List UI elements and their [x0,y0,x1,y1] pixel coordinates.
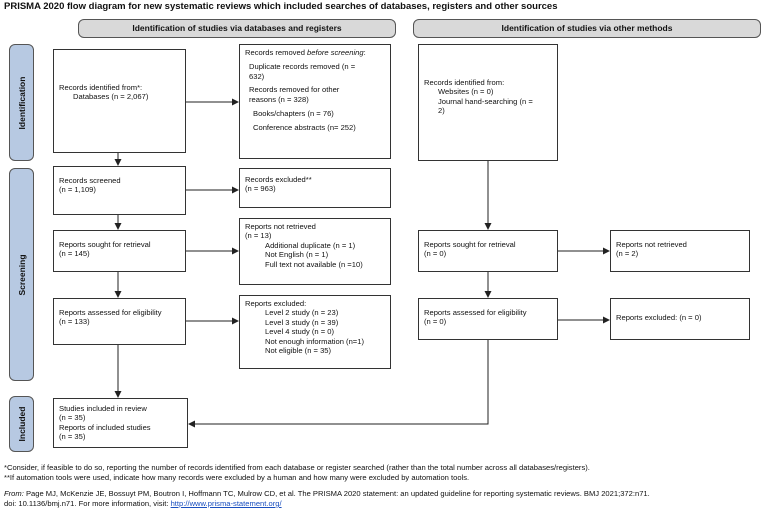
records-removed-heading: Records removed before screening: [245,48,366,57]
other-identified-websites: Websites (n = 0) [438,87,494,97]
records-identified-heading: Records identified from*: [59,83,143,92]
citation-text: Page MJ, McKenzie JE, Bossuyt PM, Boutro… [25,489,650,498]
not-retrieved-label: Reports not retrieved [245,222,316,231]
not-retrieved-full-text: Full text not available (n =10) [265,259,363,269]
reports-excluded-level4: Level 4 study (n = 0) [265,327,335,337]
reports-assessed-count: (n = 133) [59,317,90,327]
box-studies-included: Studies included in review (n = 35) Repo… [53,398,188,448]
phase-screening: Screening [9,168,34,381]
box-reports-not-retrieved: Reports not retrieved (n = 13) Additiona… [239,218,391,285]
box-records-removed: Records removed before screening: Duplic… [239,44,391,159]
box-other-reports-excluded: Reports excluded: (n = 0) [610,298,750,340]
phase-included: Included [9,396,34,452]
records-removed-conference: Conference abstracts (n= 252) [253,123,356,133]
reports-sought-count: (n = 145) [59,249,90,259]
box-other-not-retrieved: Reports not retrieved (n = 2) [610,230,750,272]
other-assessed-label: Reports assessed for eligibility [424,308,527,317]
reports-excluded-not-eligible: Not eligible (n = 35) [265,346,332,356]
records-removed-duplicate: Duplicate records removed (n = [249,62,356,72]
other-not-retrieved-count: (n = 2) [616,249,639,259]
records-excluded-label: Records excluded** [245,175,312,184]
box-reports-sought: Reports sought for retrieval (n = 145) [53,230,186,272]
citation: From: Page MJ, McKenzie JE, Bossuyt PM, … [4,489,650,499]
records-removed-duplicate-count: 632) [249,71,265,81]
not-retrieved-not-english: Not English (n = 1) [265,250,329,260]
other-identified-journal: Journal hand-searching (n = [438,96,533,106]
reports-included-label: Reports of included studies [59,422,151,432]
reports-excluded-not-enough-info: Not enough information (n=1) [265,336,364,346]
records-screened-count: (n = 1,109) [59,185,96,195]
reports-excluded-level2: Level 2 study (n = 23) [265,308,339,318]
box-reports-excluded: Reports excluded: Level 2 study (n = 23)… [239,295,391,369]
header-databases: Identification of studies via databases … [78,19,396,38]
studies-included-count: (n = 35) [59,413,86,423]
reports-assessed-label: Reports assessed for eligibility [59,308,162,317]
box-records-identified: Records identified from*: Databases (n =… [53,49,186,153]
box-reports-assessed: Reports assessed for eligibility (n = 13… [53,298,186,345]
other-sought-label: Reports sought for retrieval [424,240,516,249]
not-retrieved-duplicate: Additional duplicate (n = 1) [265,240,356,250]
records-excluded-count: (n = 963) [245,184,276,194]
header-other-methods: Identification of studies via other meth… [413,19,761,38]
other-identified-journal-count: 2) [438,106,445,116]
phase-identification: Identification [9,44,34,161]
reports-sought-label: Reports sought for retrieval [59,240,151,249]
diagram-title: PRISMA 2020 flow diagram for new systema… [4,1,558,12]
footnote-2: **If automation tools were used, indicat… [4,473,470,482]
not-retrieved-count: (n = 13) [245,231,272,241]
reports-excluded-label: Reports excluded: [245,299,307,308]
arrow-other-assessed-to-included [188,340,489,428]
records-identified-databases: Databases (n = 2,067) [73,92,149,102]
citation-from-label: From: [4,489,26,498]
other-reports-excluded-label: Reports excluded: (n = 0) [616,313,702,322]
reports-included-count: (n = 35) [59,432,86,442]
reports-excluded-level3: Level 3 study (n = 39) [265,317,339,327]
box-records-excluded: Records excluded** (n = 963) [239,168,391,208]
records-removed-books: Books/chapters (n = 76) [253,109,334,119]
records-screened-label: Records screened [59,176,121,185]
other-not-retrieved-label: Reports not retrieved [616,240,687,249]
records-removed-other-count: reasons (n = 328) [249,94,309,104]
box-records-screened: Records screened (n = 1,109) [53,166,186,215]
other-identified-heading: Records identified from: [424,78,505,87]
citation-doi: doi: 10.1136/bmj.n71. For more informati… [4,499,171,508]
other-sought-count: (n = 0) [424,249,447,259]
box-other-reports-assessed: Reports assessed for eligibility (n = 0) [418,298,558,340]
citation-doi-line: doi: 10.1136/bmj.n71. For more informati… [4,499,282,509]
other-assessed-count: (n = 0) [424,317,447,327]
records-removed-other: Records removed for other [249,85,340,95]
studies-included-label: Studies included in review [59,404,147,413]
box-other-identified: Records identified from: Websites (n = 0… [418,44,558,161]
box-other-reports-sought: Reports sought for retrieval (n = 0) [418,230,558,272]
footnote-1: *Consider, if feasible to do so, reporti… [4,463,590,472]
prisma-statement-link[interactable]: http://www.prisma-statement.org/ [170,499,282,508]
